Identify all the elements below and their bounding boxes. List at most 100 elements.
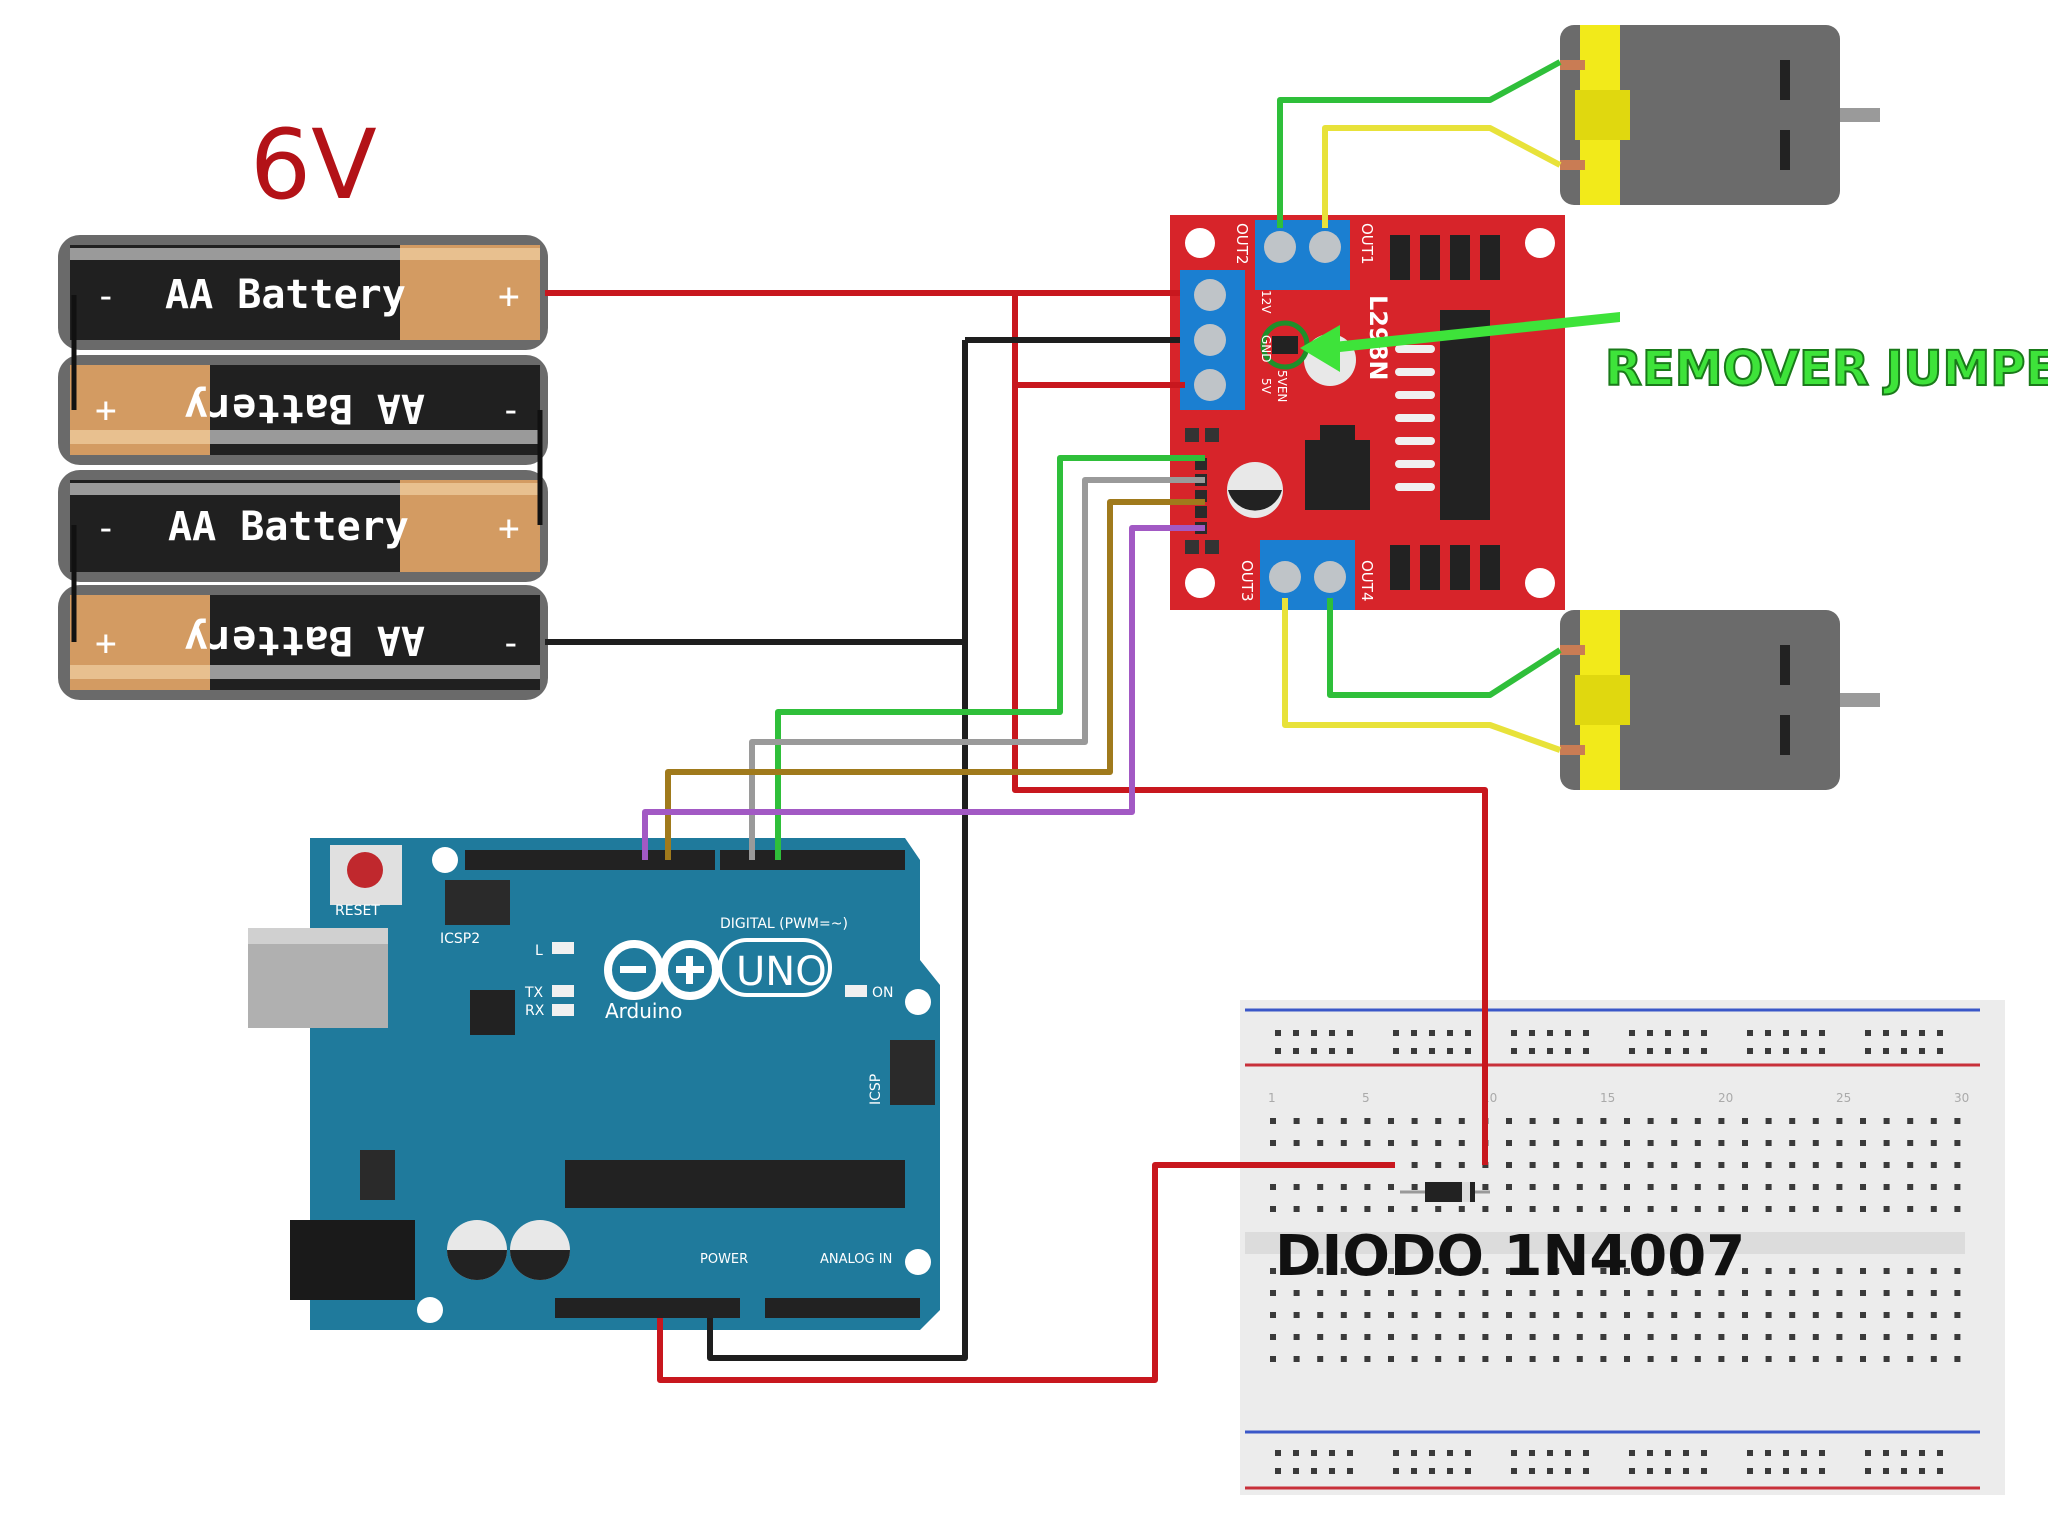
breadboard-hole[interactable] <box>1765 1334 1772 1340</box>
breadboard-hole[interactable] <box>1583 1468 1589 1474</box>
breadboard-hole[interactable] <box>1647 1468 1653 1474</box>
breadboard-hole[interactable] <box>1765 1468 1771 1474</box>
breadboard-hole[interactable] <box>1317 1118 1324 1124</box>
breadboard-hole[interactable] <box>1765 1206 1772 1212</box>
breadboard-hole[interactable] <box>1907 1206 1914 1212</box>
breadboard-hole[interactable] <box>1311 1468 1317 1474</box>
breadboard-hole[interactable] <box>1388 1290 1394 1296</box>
breadboard-hole[interactable] <box>1576 1356 1583 1362</box>
breadboard-hole[interactable] <box>1270 1268 1276 1274</box>
breadboard-hole[interactable] <box>1954 1184 1961 1190</box>
breadboard-hole[interactable] <box>1411 1206 1418 1212</box>
breadboard-hole[interactable] <box>1340 1290 1347 1296</box>
breadboard-hole[interactable] <box>1812 1312 1819 1318</box>
breadboard-hole[interactable] <box>1701 1468 1707 1474</box>
breadboard-hole[interactable] <box>1683 1468 1689 1474</box>
breadboard-hole[interactable] <box>1647 1118 1654 1124</box>
breadboard-hole[interactable] <box>1801 1030 1807 1036</box>
breadboard-hole[interactable] <box>1919 1468 1925 1474</box>
breadboard-hole[interactable] <box>1270 1356 1276 1362</box>
breadboard-hole[interactable] <box>1783 1450 1789 1456</box>
breadboard-hole[interactable] <box>1812 1334 1819 1340</box>
breadboard-hole[interactable] <box>1458 1140 1465 1146</box>
breadboard-hole[interactable] <box>1465 1030 1471 1036</box>
breadboard-hole[interactable] <box>1812 1356 1819 1362</box>
breadboard-hole[interactable] <box>1364 1184 1371 1190</box>
breadboard-hole[interactable] <box>1529 1334 1536 1340</box>
breadboard-hole[interactable] <box>1783 1030 1789 1036</box>
breadboard-hole[interactable] <box>1789 1290 1796 1296</box>
breadboard-hole[interactable] <box>1629 1048 1635 1054</box>
breadboard-hole[interactable] <box>1907 1268 1914 1274</box>
breadboard-hole[interactable] <box>1388 1184 1394 1190</box>
breadboard-hole[interactable] <box>1718 1334 1725 1340</box>
breadboard-hole[interactable] <box>1270 1140 1276 1146</box>
breadboard-hole[interactable] <box>1553 1312 1560 1318</box>
breadboard-hole[interactable] <box>1388 1206 1394 1212</box>
breadboard-hole[interactable] <box>1836 1334 1843 1340</box>
breadboard-hole[interactable] <box>1293 1118 1300 1124</box>
breadboard-hole[interactable] <box>1600 1312 1607 1318</box>
breadboard-hole[interactable] <box>1506 1334 1512 1340</box>
breadboard-hole[interactable] <box>1529 1290 1536 1296</box>
breadboard-hole[interactable] <box>1506 1162 1512 1168</box>
breadboard-hole[interactable] <box>1482 1184 1489 1190</box>
breadboard-hole[interactable] <box>1718 1140 1725 1146</box>
breadboard-hole[interactable] <box>1883 1206 1890 1212</box>
breadboard-hole[interactable] <box>1742 1206 1748 1212</box>
breadboard-hole[interactable] <box>1458 1312 1465 1318</box>
breadboard-hole[interactable] <box>1624 1290 1630 1296</box>
breadboard-hole[interactable] <box>1930 1184 1937 1190</box>
breadboard-hole[interactable] <box>1919 1048 1925 1054</box>
breadboard-hole[interactable] <box>1506 1312 1512 1318</box>
breadboard-hole[interactable] <box>1482 1334 1489 1340</box>
breadboard-hole[interactable] <box>1529 1468 1535 1474</box>
breadboard-hole[interactable] <box>1429 1450 1435 1456</box>
breadboard-hole[interactable] <box>1860 1184 1866 1190</box>
breadboard-hole[interactable] <box>1293 1290 1300 1296</box>
breadboard-hole[interactable] <box>1364 1140 1371 1146</box>
breadboard-hole[interactable] <box>1447 1048 1453 1054</box>
breadboard-hole[interactable] <box>1789 1334 1796 1340</box>
breadboard-hole[interactable] <box>1671 1140 1678 1146</box>
breadboard-hole[interactable] <box>1529 1312 1536 1318</box>
breadboard-hole[interactable] <box>1907 1140 1914 1146</box>
breadboard-hole[interactable] <box>1789 1140 1796 1146</box>
breadboard-hole[interactable] <box>1718 1118 1725 1124</box>
breadboard-hole[interactable] <box>1393 1048 1399 1054</box>
breadboard-hole[interactable] <box>1482 1268 1489 1274</box>
breadboard-hole[interactable] <box>1865 1468 1871 1474</box>
breadboard-hole[interactable] <box>1765 1140 1772 1146</box>
breadboard-hole[interactable] <box>1529 1356 1536 1362</box>
breadboard-hole[interactable] <box>1665 1030 1671 1036</box>
breadboard-hole[interactable] <box>1506 1290 1512 1296</box>
breadboard-hole[interactable] <box>1458 1356 1465 1362</box>
breadboard-hole[interactable] <box>1765 1312 1772 1318</box>
breadboard-hole[interactable] <box>1836 1356 1843 1362</box>
breadboard-hole[interactable] <box>1860 1268 1866 1274</box>
breadboard-hole[interactable] <box>1600 1118 1607 1124</box>
breadboard-hole[interactable] <box>1930 1290 1937 1296</box>
breadboard-hole[interactable] <box>1865 1450 1871 1456</box>
breadboard-hole[interactable] <box>1865 1030 1871 1036</box>
breadboard-hole[interactable] <box>1411 1450 1417 1456</box>
breadboard-hole[interactable] <box>1836 1206 1843 1212</box>
breadboard-hole[interactable] <box>1694 1290 1701 1296</box>
breadboard-hole[interactable] <box>1718 1206 1725 1212</box>
breadboard-hole[interactable] <box>1883 1356 1890 1362</box>
breadboard-hole[interactable] <box>1576 1140 1583 1146</box>
breadboard-hole[interactable] <box>1954 1206 1961 1212</box>
breadboard-hole[interactable] <box>1293 1468 1299 1474</box>
breadboard-hole[interactable] <box>1364 1118 1371 1124</box>
breadboard-hole[interactable] <box>1547 1048 1553 1054</box>
breadboard-hole[interactable] <box>1364 1356 1371 1362</box>
breadboard-hole[interactable] <box>1937 1030 1943 1036</box>
breadboard-hole[interactable] <box>1411 1356 1418 1362</box>
breadboard-hole[interactable] <box>1553 1206 1560 1212</box>
breadboard-hole[interactable] <box>1553 1118 1560 1124</box>
breadboard-hole[interactable] <box>1765 1356 1772 1362</box>
breadboard-hole[interactable] <box>1836 1312 1843 1318</box>
breadboard-hole[interactable] <box>1565 1048 1571 1054</box>
breadboard-hole[interactable] <box>1742 1162 1748 1168</box>
breadboard-hole[interactable] <box>1600 1290 1607 1296</box>
